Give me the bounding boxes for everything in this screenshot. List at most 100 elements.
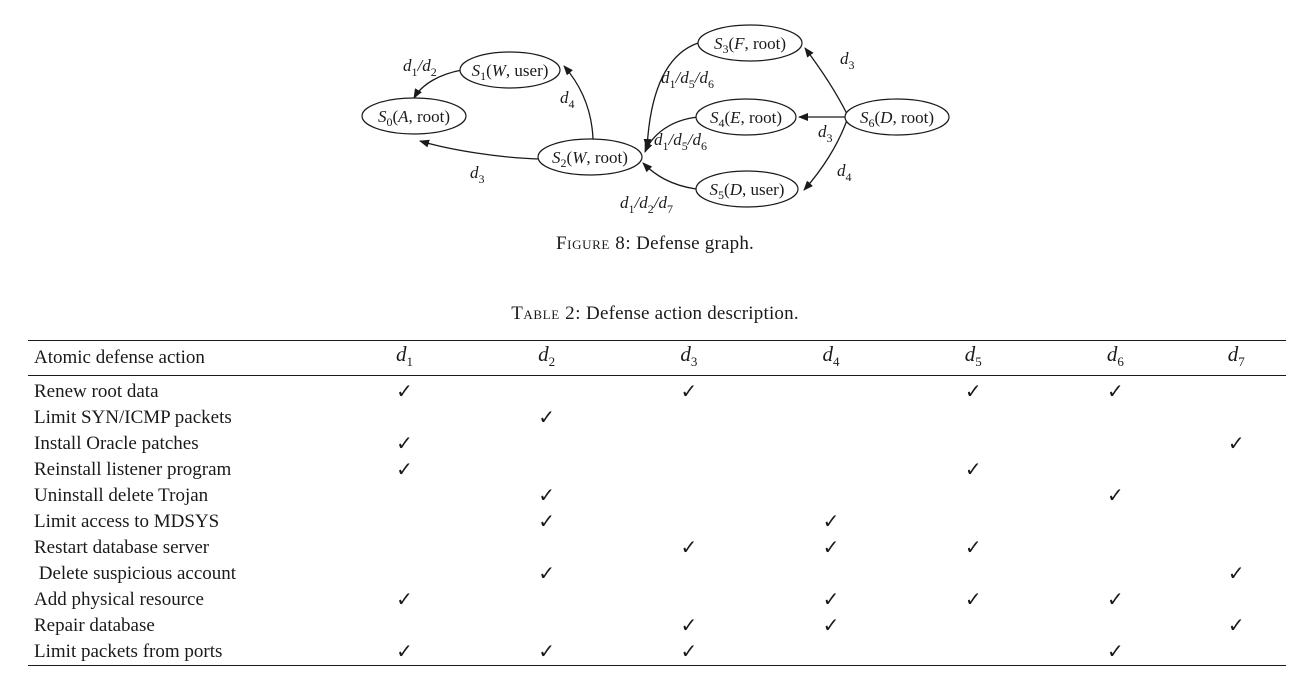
- header-d-letter: d: [538, 342, 549, 366]
- node-s4: S4(E, root): [695, 98, 797, 136]
- check-mark-icon: ✓: [964, 537, 982, 560]
- graph-edges: [413, 42, 848, 191]
- empty-cell: [618, 561, 760, 587]
- check-mark-icon: ✓: [680, 641, 698, 664]
- check-mark-icon: ✓: [538, 407, 556, 430]
- check-mark-icon: ✓: [1227, 563, 1245, 586]
- empty-cell: [1186, 405, 1286, 431]
- edge-label: d3: [818, 122, 833, 145]
- empty-cell: [1044, 405, 1186, 431]
- node-label: S0(A, root): [378, 107, 450, 129]
- action-name: Limit access to MDSYS: [34, 511, 220, 533]
- table-caption-label: Table 2:: [511, 303, 582, 324]
- table-row: Repair database✓✓✓: [28, 613, 1286, 639]
- table-row: Limit access to MDSYS✓✓: [28, 509, 1286, 535]
- header-d-subscript: 5: [975, 354, 982, 370]
- check-mark-icon: ✓: [822, 537, 840, 560]
- header-d-subscript: 2: [548, 354, 556, 370]
- table-row: Reinstall listener program✓✓: [28, 457, 1286, 483]
- empty-cell: [1186, 457, 1286, 483]
- empty-cell: [902, 613, 1044, 639]
- empty-cell: [760, 639, 902, 665]
- edge-label: d3: [840, 49, 855, 72]
- header-atomic-defense-action: Atomic defense action: [28, 341, 334, 377]
- edge-label: d4: [560, 88, 575, 111]
- figure-caption: Figure 8: Defense graph.: [0, 233, 1310, 255]
- node-label: S3(F, root): [714, 34, 786, 56]
- action-name: Restart database server: [34, 537, 210, 559]
- action-name: Delete suspicious account: [34, 563, 237, 585]
- empty-cell: [760, 457, 902, 483]
- table-row: Limit packets from ports✓✓✓✓: [28, 639, 1286, 665]
- empty-cell: [476, 587, 618, 613]
- table-caption: Table 2: Defense action description.: [0, 303, 1310, 325]
- node-s3: S3(F, root): [697, 24, 803, 62]
- check-mark-icon: ✓: [1107, 485, 1124, 508]
- empty-cell: [1044, 561, 1186, 587]
- graph-nodes: S0(A, root) S1(W, user) S2(W, root) S3(F, r…: [361, 24, 950, 208]
- empty-cell: [1044, 613, 1186, 639]
- empty-cell: [1186, 376, 1286, 406]
- action-name: Uninstall delete Trojan: [34, 485, 209, 507]
- empty-cell: [902, 431, 1044, 457]
- check-mark-icon: ✓: [680, 537, 698, 560]
- action-name: Add physical resource: [34, 589, 204, 611]
- empty-cell: [618, 457, 760, 483]
- empty-cell: [333, 613, 475, 639]
- edge-s6-to-s5: [803, 119, 848, 191]
- edge-label: d1/d2: [403, 56, 437, 79]
- empty-cell: [760, 376, 902, 406]
- empty-cell: [1186, 535, 1286, 561]
- action-name: Limit packets from ports: [34, 641, 223, 663]
- header-d7: d7: [1186, 341, 1286, 377]
- empty-cell: [476, 613, 618, 639]
- empty-cell: [760, 405, 902, 431]
- check-mark-icon: ✓: [538, 641, 556, 664]
- empty-cell: [760, 483, 902, 509]
- edge-s2-to-s0: [419, 139, 541, 160]
- edge-s3-to-s2: [643, 42, 699, 149]
- empty-cell: [760, 561, 902, 587]
- check-mark-icon: ✓: [964, 381, 982, 404]
- empty-cell: [902, 483, 1044, 509]
- table-row: Uninstall delete Trojan✓✓: [28, 483, 1286, 509]
- table-caption-text: Defense action description.: [586, 303, 799, 324]
- header-d1: d1: [333, 341, 476, 377]
- action-name: Reinstall listener program: [34, 459, 232, 481]
- edge-label: d1/d5/d6: [654, 130, 707, 153]
- check-mark-icon: ✓: [538, 511, 556, 534]
- empty-cell: [333, 405, 475, 431]
- empty-cell: [476, 376, 618, 406]
- empty-cell: [902, 405, 1044, 431]
- check-mark-icon: ✓: [1107, 589, 1124, 612]
- node-s2: S2(W, root): [537, 138, 643, 176]
- header-d-letter: d: [1106, 342, 1118, 366]
- table-row: Limit SYN/ICMP packets✓: [28, 405, 1286, 431]
- empty-cell: [1044, 457, 1186, 483]
- node-ellipse: [695, 170, 799, 208]
- node-s0: S0(A, root): [361, 97, 467, 135]
- empty-cell: [476, 457, 618, 483]
- empty-cell: [476, 431, 618, 457]
- empty-cell: [902, 639, 1044, 665]
- node-s1: S1(W, user): [459, 51, 561, 89]
- empty-cell: [618, 483, 760, 509]
- empty-cell: [902, 561, 1044, 587]
- header-d-subscript: 1: [406, 354, 413, 370]
- empty-cell: [618, 405, 760, 431]
- check-mark-icon: ✓: [1227, 433, 1245, 456]
- check-mark-icon: ✓: [1107, 641, 1124, 664]
- node-ellipse: [537, 138, 643, 176]
- empty-cell: [618, 587, 760, 613]
- edge-s4-to-s2: [644, 116, 699, 153]
- empty-cell: [618, 509, 760, 535]
- header-d-letter: d: [964, 342, 976, 366]
- edge-s6-to-s3: [804, 47, 848, 115]
- empty-cell: [1186, 639, 1286, 665]
- empty-cell: [333, 509, 475, 535]
- node-ellipse: [695, 98, 797, 136]
- header-d-subscript: 6: [1117, 354, 1124, 370]
